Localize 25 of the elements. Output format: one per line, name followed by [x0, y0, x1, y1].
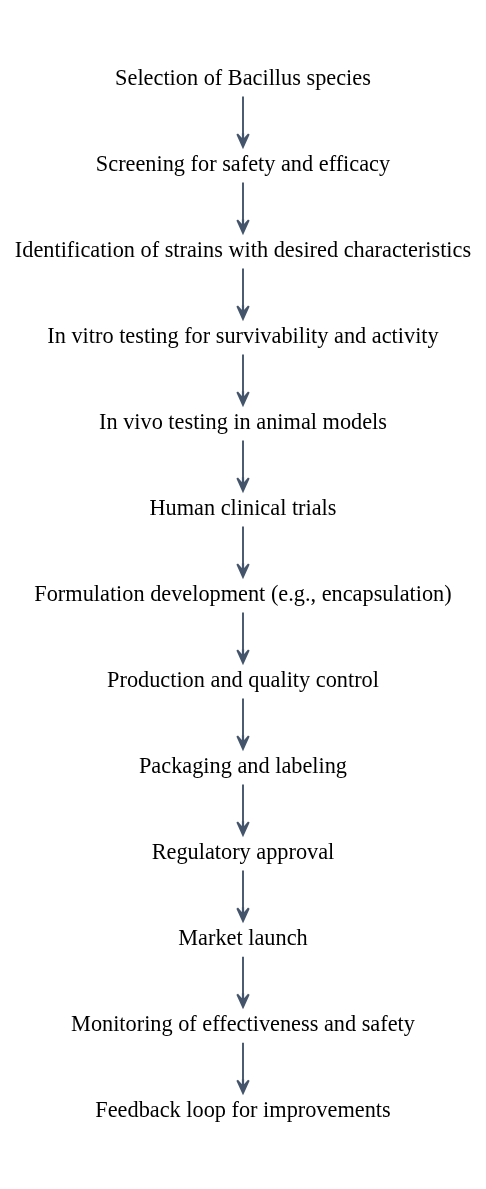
node-text: Selection of Bacillus species	[115, 64, 371, 90]
arrow	[236, 955, 250, 1008]
node-text: In vivo testing in animal models	[99, 408, 387, 434]
node-text: Feedback loop for improvements	[95, 1096, 391, 1122]
node-text: Identification of strains with desired characteristics	[14, 236, 472, 262]
arrow	[236, 95, 250, 148]
node-text: In vitro testing for survivability and activity	[47, 322, 439, 348]
arrow	[236, 181, 250, 234]
node-text: Screening for safety and efficacy	[95, 150, 391, 176]
arrow	[236, 697, 250, 750]
arrow	[236, 1041, 250, 1094]
node-text: Market launch	[178, 924, 308, 950]
node-text: Regulatory approval	[151, 838, 335, 864]
arrow	[236, 611, 250, 664]
node-text: Monitoring of effectiveness and safety	[71, 1010, 415, 1036]
node-text: Production and quality control	[107, 666, 379, 692]
arrow	[236, 869, 250, 922]
node-text: Formulation development (e.g., encapsulation)	[34, 580, 452, 606]
arrow	[236, 439, 250, 492]
arrow	[236, 525, 250, 578]
arrow	[236, 783, 250, 836]
arrow	[236, 267, 250, 320]
node-text: Packaging and labeling	[138, 752, 348, 778]
arrow	[236, 353, 250, 406]
node-text: Human clinical trials	[149, 494, 337, 520]
